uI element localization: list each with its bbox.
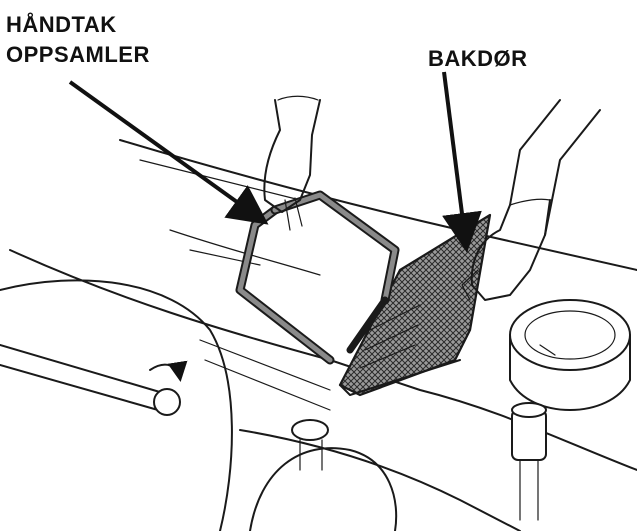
rear-door bbox=[338, 213, 492, 397]
handle-catcher-label: HÅNDTAK OPPSAMLER bbox=[6, 10, 150, 70]
left-hand bbox=[263, 95, 321, 231]
handlebar-rod bbox=[0, 344, 188, 416]
handle-label-line2: OPPSAMLER bbox=[6, 42, 150, 67]
handle-label-line1: HÅNDTAK bbox=[6, 12, 117, 37]
right-hand bbox=[461, 99, 601, 301]
engine-cover bbox=[509, 299, 631, 521]
rear-wheel bbox=[249, 419, 398, 531]
backdoor-label: BAKDØR bbox=[428, 46, 528, 71]
leader-arrows bbox=[68, 71, 482, 253]
